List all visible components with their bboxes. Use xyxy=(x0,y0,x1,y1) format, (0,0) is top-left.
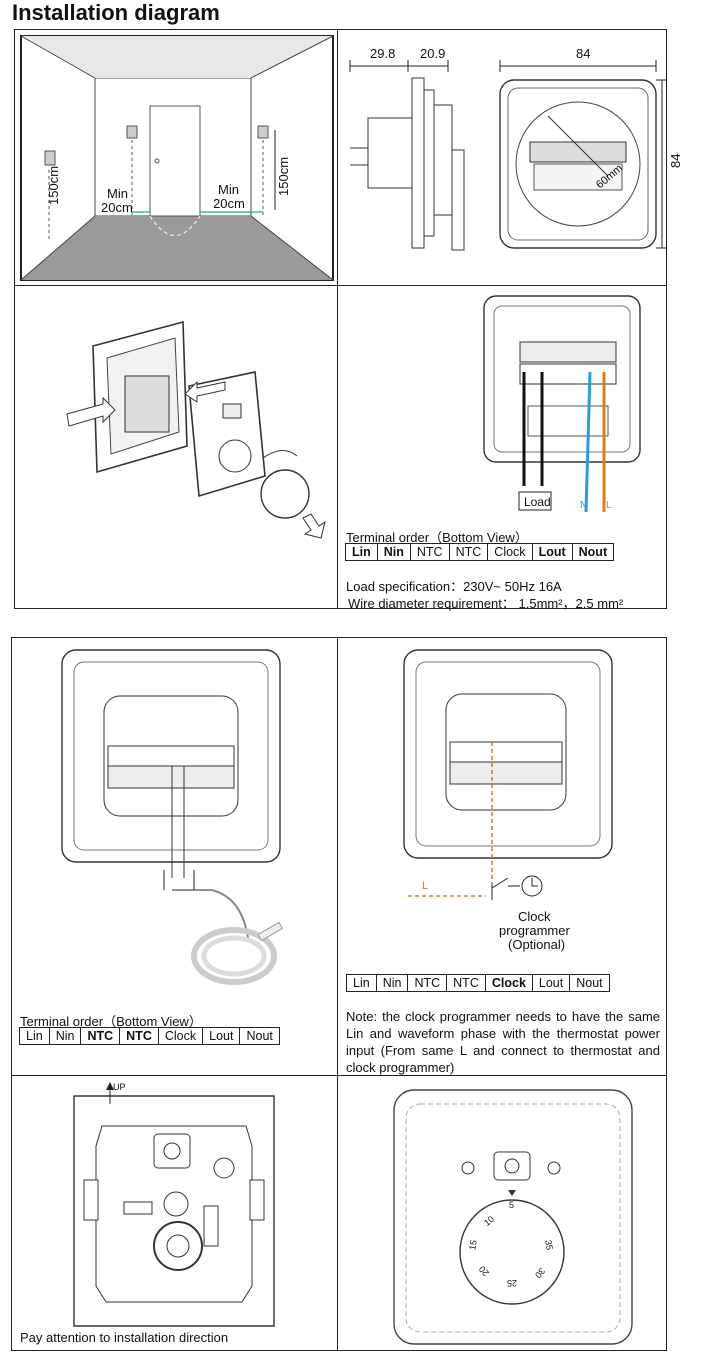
height-label-left: 150cm xyxy=(46,165,61,205)
up-label: UP xyxy=(113,1082,126,1092)
wiring-diagram xyxy=(483,295,641,513)
terminal-cell: NTC xyxy=(80,1027,121,1045)
terminal-cell: NTC xyxy=(407,974,448,992)
divider xyxy=(337,637,338,1351)
divider xyxy=(14,285,667,286)
dimension-drawing xyxy=(349,60,667,251)
terminal-cell: NTC xyxy=(119,1027,159,1045)
wire-requirement: Wire diameter requirement： 1.5mm²，2.5 mm… xyxy=(348,596,624,611)
dial-face-diagram xyxy=(393,1089,633,1345)
dist-label-left: 20cm xyxy=(101,200,133,215)
terminal-cell: Nin xyxy=(375,974,409,992)
sensor-terminal-title: Terminal order（Bottom View） xyxy=(20,1014,202,1029)
load-box-label: Load xyxy=(524,495,551,509)
l-wire-label: L xyxy=(606,500,612,511)
terminal-cell: Lout xyxy=(531,543,573,561)
dim-a: 29.8 xyxy=(370,46,396,61)
top-grid xyxy=(14,29,667,609)
dim-height: 84 xyxy=(668,153,683,168)
n-wire-label: N xyxy=(580,500,588,511)
direction-caption: Pay attention to installation direction xyxy=(20,1330,229,1345)
terminal-cell: Nin xyxy=(48,1027,82,1045)
clock-caption-3: (Optional) xyxy=(508,937,566,952)
min-label-right: Min xyxy=(218,182,239,197)
exploded-view xyxy=(66,320,326,539)
terminal-cell: Nin xyxy=(376,543,411,561)
load-spec: Load specification：230V~ 50Hz 16A xyxy=(346,579,562,594)
terminal-order-table: Lin Nin NTC NTC Clock Lout Nout xyxy=(345,543,615,561)
terminal-cell: Lin xyxy=(19,1027,50,1045)
divider xyxy=(337,29,338,609)
room-diagram xyxy=(20,35,334,281)
terminal-cell: Nout xyxy=(239,1027,280,1045)
dial-mark: 35 xyxy=(543,1239,555,1251)
back-view-diagram xyxy=(73,1082,275,1327)
sensor-terminal-table: Lin Nin NTC NTC Clock Lout Nout xyxy=(19,1027,280,1045)
dim-width: 84 xyxy=(576,46,591,61)
terminal-cell: NTC xyxy=(448,543,489,561)
terminal-cell: Clock xyxy=(157,1027,204,1045)
terminal-order-title: Terminal order（Bottom View） xyxy=(346,530,528,545)
bottom-grid xyxy=(11,637,667,1351)
clock-terminal-table: Lin Nin NTC NTC Clock Lout Nout xyxy=(346,974,610,992)
clock-note: Note: the clock programmer needs to have… xyxy=(346,1009,660,1075)
terminal-cell: Nout xyxy=(571,543,615,561)
terminal-cell: Clock xyxy=(487,543,533,561)
clock-diagram xyxy=(403,649,613,900)
terminal-cell: Lin xyxy=(345,543,378,561)
dial-mark: 25 xyxy=(507,1278,518,1288)
dim-b: 20.9 xyxy=(420,46,446,61)
terminal-cell: Lin xyxy=(346,974,377,992)
terminal-cell: Clock xyxy=(484,974,533,992)
dist-label-right: 20cm xyxy=(213,196,245,211)
page-title: Installation diagram xyxy=(12,0,220,25)
terminal-cell: NTC xyxy=(446,974,486,992)
terminal-cell: Nout xyxy=(569,974,610,992)
height-label-right: 150cm xyxy=(276,156,291,196)
clock-l-label: L xyxy=(422,880,429,892)
sensor-diagram xyxy=(61,649,284,985)
dial-mark: 15 xyxy=(467,1239,479,1251)
clock-caption-1: Clock xyxy=(518,909,551,924)
divider xyxy=(11,1075,667,1076)
terminal-cell: Lout xyxy=(531,974,571,992)
min-label-left: Min xyxy=(107,186,128,201)
clock-caption-2: programmer xyxy=(499,923,570,938)
terminal-cell: NTC xyxy=(409,543,450,561)
dial-mark: 5 xyxy=(509,1200,515,1210)
terminal-cell: Lout xyxy=(202,1027,241,1045)
